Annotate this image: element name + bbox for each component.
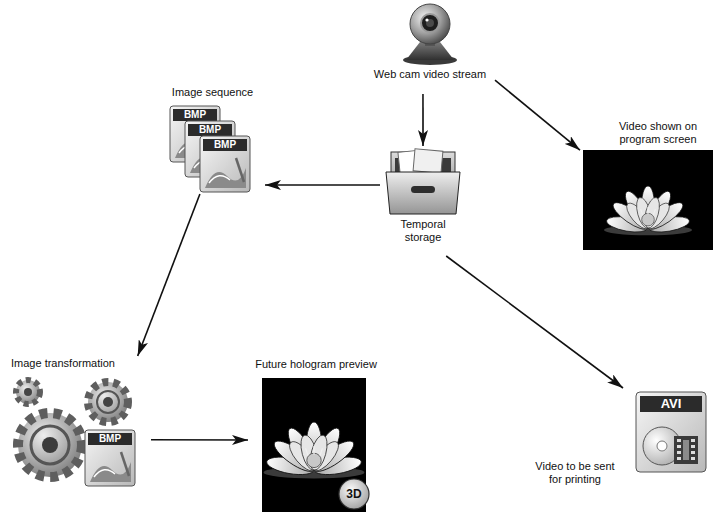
process-step: Web cam video stream xyxy=(365,2,495,94)
screen-video-image-part xyxy=(604,186,692,235)
image-sequence-icon-part xyxy=(200,136,250,192)
process-step: Image transformation xyxy=(3,356,151,498)
avi-file-icon-part xyxy=(691,457,695,460)
gears-icon-part xyxy=(97,391,119,413)
avi-file-icon-part xyxy=(657,441,667,451)
flow-arrow xyxy=(151,439,248,441)
avi-file-icon-part xyxy=(677,451,681,454)
gears-icon-part xyxy=(42,437,58,453)
gears-icon-part xyxy=(16,380,40,404)
process-step: Temporal storage xyxy=(380,146,466,256)
webcam-icon-part xyxy=(410,4,450,44)
step-label: Web cam video stream xyxy=(365,68,495,81)
step-label: Future hologram preview xyxy=(248,358,384,371)
process-step: Image sequence xyxy=(160,86,265,194)
webcam-icon-part xyxy=(421,14,439,32)
screen-video-image-part xyxy=(583,150,713,250)
flow-arrow xyxy=(138,194,200,356)
storage-icon-part xyxy=(413,149,443,173)
flow-arrow xyxy=(495,80,580,150)
process-step: Video to be sent for printing xyxy=(530,388,716,490)
gears-icon-part xyxy=(88,382,128,422)
step-label: Video to be sent for printing xyxy=(530,460,620,486)
file-type-label: BMP xyxy=(173,109,217,121)
webcam-icon-part xyxy=(425,18,428,21)
hologram-preview-image-part xyxy=(339,479,369,509)
gears-icon-part xyxy=(18,413,82,477)
process-step: Future hologram preview xyxy=(248,356,384,516)
flow-arrow xyxy=(422,94,424,146)
step-label: Temporal storage xyxy=(386,218,460,244)
webcam-icon-part xyxy=(426,19,434,27)
connector-group xyxy=(138,80,623,440)
gears-icon xyxy=(16,380,135,486)
gears-icon-part xyxy=(24,388,32,396)
file-type-label: BMP xyxy=(88,433,132,445)
file-type-label: BMP xyxy=(188,124,232,136)
avi-file-icon-part xyxy=(691,439,695,442)
flow-arrow xyxy=(265,184,380,186)
process-step: Video shown on program screen xyxy=(580,118,716,252)
gears-icon-part xyxy=(85,430,135,486)
storage-icon xyxy=(386,149,460,214)
avi-file-icon-part xyxy=(636,392,706,472)
storage-icon-part xyxy=(386,172,460,214)
avi-file-icon-part xyxy=(677,445,681,448)
badge-text: 3D xyxy=(338,486,370,502)
avi-file-icon-part xyxy=(640,396,702,412)
file-type-label: BMP xyxy=(203,139,247,151)
step-label: Image transformation xyxy=(11,357,147,370)
gears-icon-part xyxy=(31,426,69,464)
image-sequence-icon xyxy=(170,106,250,192)
avi-file-icon-part xyxy=(691,445,695,448)
storage-icon-part xyxy=(411,186,435,193)
step-label: Image sequence xyxy=(160,86,265,99)
avi-file-icon-part xyxy=(683,440,689,460)
avi-file-icon-part xyxy=(677,439,681,442)
avi-file-icon-part xyxy=(691,451,695,454)
hologram-preview-image xyxy=(262,378,369,512)
file-type-label: AVI xyxy=(640,396,702,412)
screen-video-image xyxy=(583,150,713,250)
flow-arrow xyxy=(446,256,623,388)
avi-file-icon xyxy=(636,392,706,472)
avi-file-icon-part xyxy=(674,436,698,464)
hologram-preview-image-part xyxy=(264,422,365,478)
avi-file-icon-part xyxy=(677,457,681,460)
step-label: Video shown on program screen xyxy=(606,120,710,146)
gears-icon-part xyxy=(103,397,113,407)
webcam-icon xyxy=(403,4,457,65)
